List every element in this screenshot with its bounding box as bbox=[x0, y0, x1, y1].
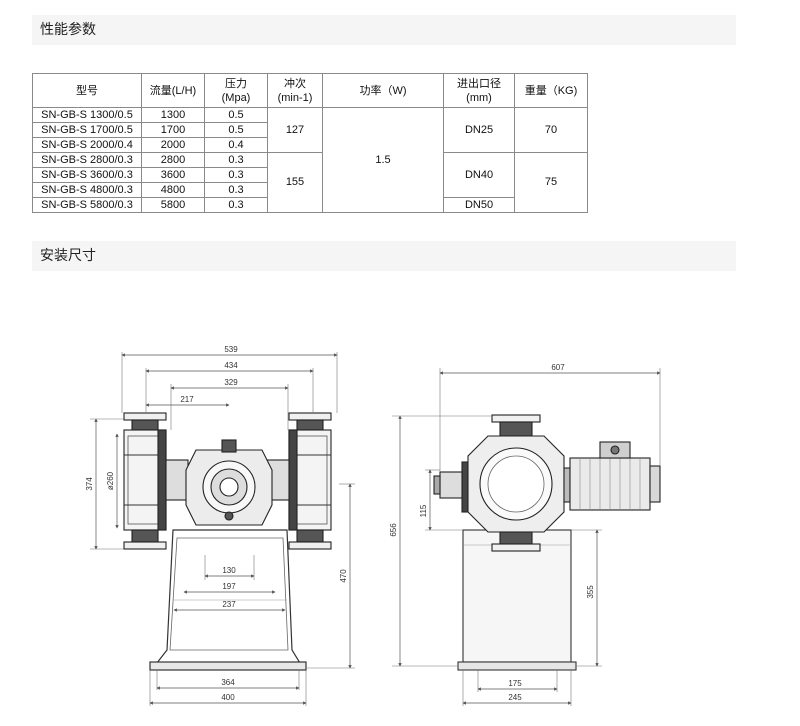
cell-port-group: DN25 bbox=[443, 107, 515, 153]
cell-model: SN-GB-S 5800/0.3 bbox=[32, 197, 142, 213]
header-stroke: 冲次(min-1) bbox=[267, 73, 323, 108]
side-dimension-lines bbox=[398, 371, 661, 705]
front-view: 539 434 329 217 374 ø260 470 130 197 237… bbox=[85, 345, 355, 706]
dim-label-329: 329 bbox=[224, 378, 238, 387]
front-base-stand bbox=[149, 529, 307, 671]
front-right-pump-head bbox=[288, 412, 332, 550]
front-extension-lines bbox=[90, 352, 355, 706]
dim-label-217: 217 bbox=[180, 395, 194, 404]
performance-section-header: 性能参数 bbox=[32, 15, 736, 45]
cell-weight-group: 75 bbox=[514, 152, 588, 213]
cell-flow: 1300 bbox=[141, 107, 205, 123]
dim-label-400: 400 bbox=[221, 693, 235, 702]
front-dimension-lines bbox=[94, 353, 352, 705]
cell-flow: 3600 bbox=[141, 167, 205, 183]
table-row: SN-GB-S 1300/0.5 1300 0.5 127 1.5 DN25 7… bbox=[32, 107, 588, 213]
cell-pressure: 0.3 bbox=[204, 197, 268, 213]
side-view: 607 656 115 355 175 245 bbox=[389, 363, 661, 706]
install-section-title: 安装尺寸 bbox=[40, 248, 96, 264]
performance-section-title: 性能参数 bbox=[40, 22, 96, 38]
performance-table: 型号 流量(L/H) 压力(Mpa) 冲次(min-1) 功率（W) 进出口径(… bbox=[32, 73, 588, 213]
front-gearbox bbox=[165, 439, 290, 526]
dim-label-470: 470 bbox=[339, 569, 348, 583]
cell-stroke-group: 127 bbox=[267, 107, 323, 153]
dim-label-656: 656 bbox=[389, 523, 398, 537]
dim-label-355: 355 bbox=[586, 585, 595, 599]
dim-label-607: 607 bbox=[551, 363, 565, 372]
dim-label-197: 197 bbox=[222, 582, 236, 591]
dim-label-364: 364 bbox=[221, 678, 235, 687]
side-base-box bbox=[457, 529, 577, 671]
dim-label-237: 237 bbox=[222, 600, 236, 609]
header-weight: 重量（KG) bbox=[514, 73, 588, 108]
cell-model: SN-GB-S 1300/0.5 bbox=[32, 107, 142, 123]
dim-label-130: 130 bbox=[222, 566, 236, 575]
front-left-pump-head bbox=[123, 412, 167, 550]
dim-label-434: 434 bbox=[224, 361, 238, 370]
table-row: SN-GB-S 3600/0.3 3600 0.3 bbox=[32, 167, 588, 183]
cell-port-group: DN50 bbox=[443, 197, 515, 213]
dim-label-175: 175 bbox=[508, 679, 522, 688]
cell-stroke-group: 155 bbox=[267, 152, 323, 213]
table-row: SN-GB-S 1700/0.5 1700 0.5 bbox=[32, 122, 588, 138]
install-section-header: 安装尺寸 bbox=[32, 241, 736, 271]
side-motor bbox=[563, 441, 661, 511]
dim-label-539: 539 bbox=[224, 345, 238, 354]
table-row: SN-GB-S 5800/0.3 5800 0.3 DN50 bbox=[32, 197, 588, 213]
dim-label-374: 374 bbox=[85, 477, 94, 491]
cell-weight-group: 70 bbox=[514, 107, 588, 153]
dim-label-115: 115 bbox=[419, 504, 428, 517]
side-pump-body bbox=[433, 414, 565, 552]
header-power: 功率（W) bbox=[322, 73, 444, 108]
dim-label-245: 245 bbox=[508, 693, 522, 702]
cell-flow: 5800 bbox=[141, 197, 205, 213]
dim-label-d260: ø260 bbox=[106, 471, 115, 490]
cell-pressure: 0.5 bbox=[204, 122, 268, 138]
cell-flow: 2000 bbox=[141, 137, 205, 153]
cell-model: SN-GB-S 3600/0.3 bbox=[32, 167, 142, 183]
cell-power: 1.5 bbox=[322, 107, 444, 213]
